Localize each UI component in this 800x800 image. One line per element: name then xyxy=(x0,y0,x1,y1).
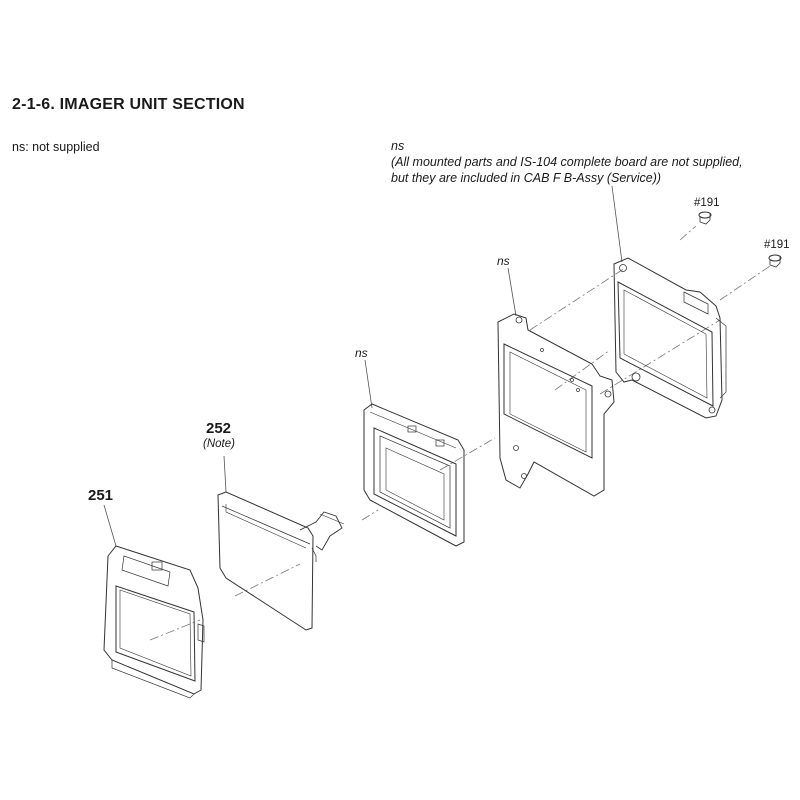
leader-lines xyxy=(103,185,623,547)
label-part-252-note: (Note) xyxy=(203,438,235,450)
part-251-frame xyxy=(103,545,205,699)
label-ns-frame: ns xyxy=(355,346,368,360)
mounting-plate xyxy=(497,313,615,497)
alignment-lines xyxy=(149,225,771,641)
screw-191-top xyxy=(698,211,712,225)
note-line-2: but they are included in CAB F B-Assy (S… xyxy=(391,171,662,185)
supply-note: ns (All mounted parts and IS-104 complet… xyxy=(391,138,743,186)
label-part-251: 251 xyxy=(88,487,114,504)
legend-text: ns: not supplied xyxy=(12,140,100,154)
label-part-252: 252 xyxy=(206,420,232,437)
middle-frame xyxy=(363,403,465,547)
note-ns-label: ns xyxy=(391,139,405,153)
part-252-sensor xyxy=(217,491,345,631)
screw-191-right xyxy=(768,254,782,268)
label-screw-191-right: #191 xyxy=(764,239,790,251)
page-title: 2-1-6. IMAGER UNIT SECTION xyxy=(12,96,245,113)
note-line-1: (All mounted parts and IS-104 complete b… xyxy=(391,155,743,169)
label-screw-191-top: #191 xyxy=(694,197,720,209)
label-ns-plate: ns xyxy=(497,254,510,268)
rear-frame xyxy=(613,257,727,419)
